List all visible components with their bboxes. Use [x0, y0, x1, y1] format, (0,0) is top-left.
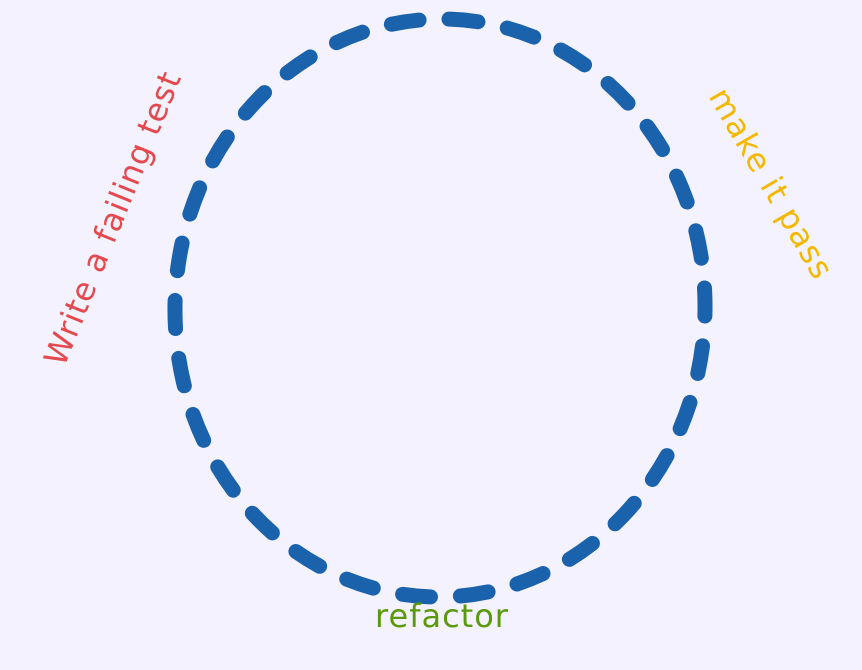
- label-refactor: refactor: [375, 597, 509, 635]
- cycle-circle: [167, 11, 713, 605]
